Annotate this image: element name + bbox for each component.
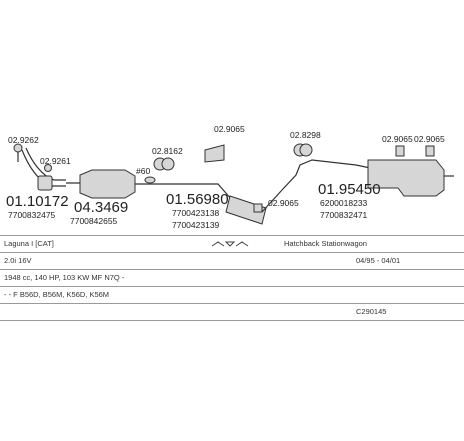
middle-silencer[interactable] (185, 183, 283, 225)
rear-clamp (293, 143, 313, 157)
info-row-engine: 2.0i 16V 04/95 - 04/01 (0, 252, 464, 269)
model-text: Laguna I [CAT] (4, 239, 54, 248)
specs-text: 1948 cc, 140 HP, 103 KW MF N7Q - (4, 273, 125, 282)
mid-code: 01.56980 (166, 191, 229, 208)
cat-oe2: 7700840309 (74, 228, 122, 230)
body-text: Hatchback Stationwagon (284, 239, 367, 248)
exhaust-system-diagram: 02.9262 02.9261 01.10172 7700832475 04.3… (6, 124, 454, 230)
mid-low-hanger: 02.9065 (268, 198, 299, 208)
vehicle-info-table: Laguna I [CAT] Hatchback Stationwagon 2.… (0, 235, 464, 321)
mid-oe2: 7700423139 (172, 220, 220, 230)
catalog-text: C290145 (356, 307, 387, 316)
clamp-code: 02.8162 (152, 146, 183, 156)
rear-hangers (253, 145, 435, 213)
rear-oe2: 7700832471 (320, 210, 368, 220)
info-row-catalog: C290145 (0, 303, 464, 321)
rear-code: 01.95450 (318, 181, 381, 198)
hanger-label-left: 02.9262 (8, 135, 39, 145)
engine-text: 2.0i 16V (4, 256, 32, 265)
rear-silencer[interactable] (367, 159, 454, 197)
small-label-left: 02.9261 (40, 156, 71, 166)
mid-hanger (204, 144, 225, 163)
codes-text: - - F B56D, B56M, K56D, K56M (4, 290, 110, 299)
brand-logo-icon (211, 241, 249, 247)
clamp-parts (144, 157, 175, 184)
rear-clamp-code: 02.8298 (290, 130, 321, 140)
cat-oe1: 7700842655 (70, 216, 118, 226)
rear-hanger2-code: 02.9065 (414, 134, 445, 144)
rear-hanger1-code: 02.9065 (382, 134, 413, 144)
catalytic-converter[interactable] (79, 169, 185, 199)
front-pipe-code: 01.10172 (6, 193, 69, 210)
mid-oe1: 7700423138 (172, 208, 220, 218)
info-row-codes: - - F B56D, B56M, K56D, K56M (0, 286, 464, 303)
rear-pipe[interactable] (281, 159, 381, 191)
info-row-specs: 1948 cc, 140 HP, 103 KW MF N7Q - (0, 269, 464, 286)
info-row-model: Laguna I [CAT] Hatchback Stationwagon (0, 235, 464, 252)
rear-oe1: 6200018233 (320, 198, 368, 208)
ring-label: #60 (136, 166, 150, 176)
front-pipe-oe: 7700832475 (8, 210, 56, 220)
mid-hanger-code: 02.9065 (214, 124, 245, 134)
cat-code: 04.3469 (74, 199, 128, 216)
flange-icon (37, 175, 53, 191)
years-text: 04/95 - 04/01 (356, 256, 401, 265)
front-hangers (13, 143, 52, 172)
